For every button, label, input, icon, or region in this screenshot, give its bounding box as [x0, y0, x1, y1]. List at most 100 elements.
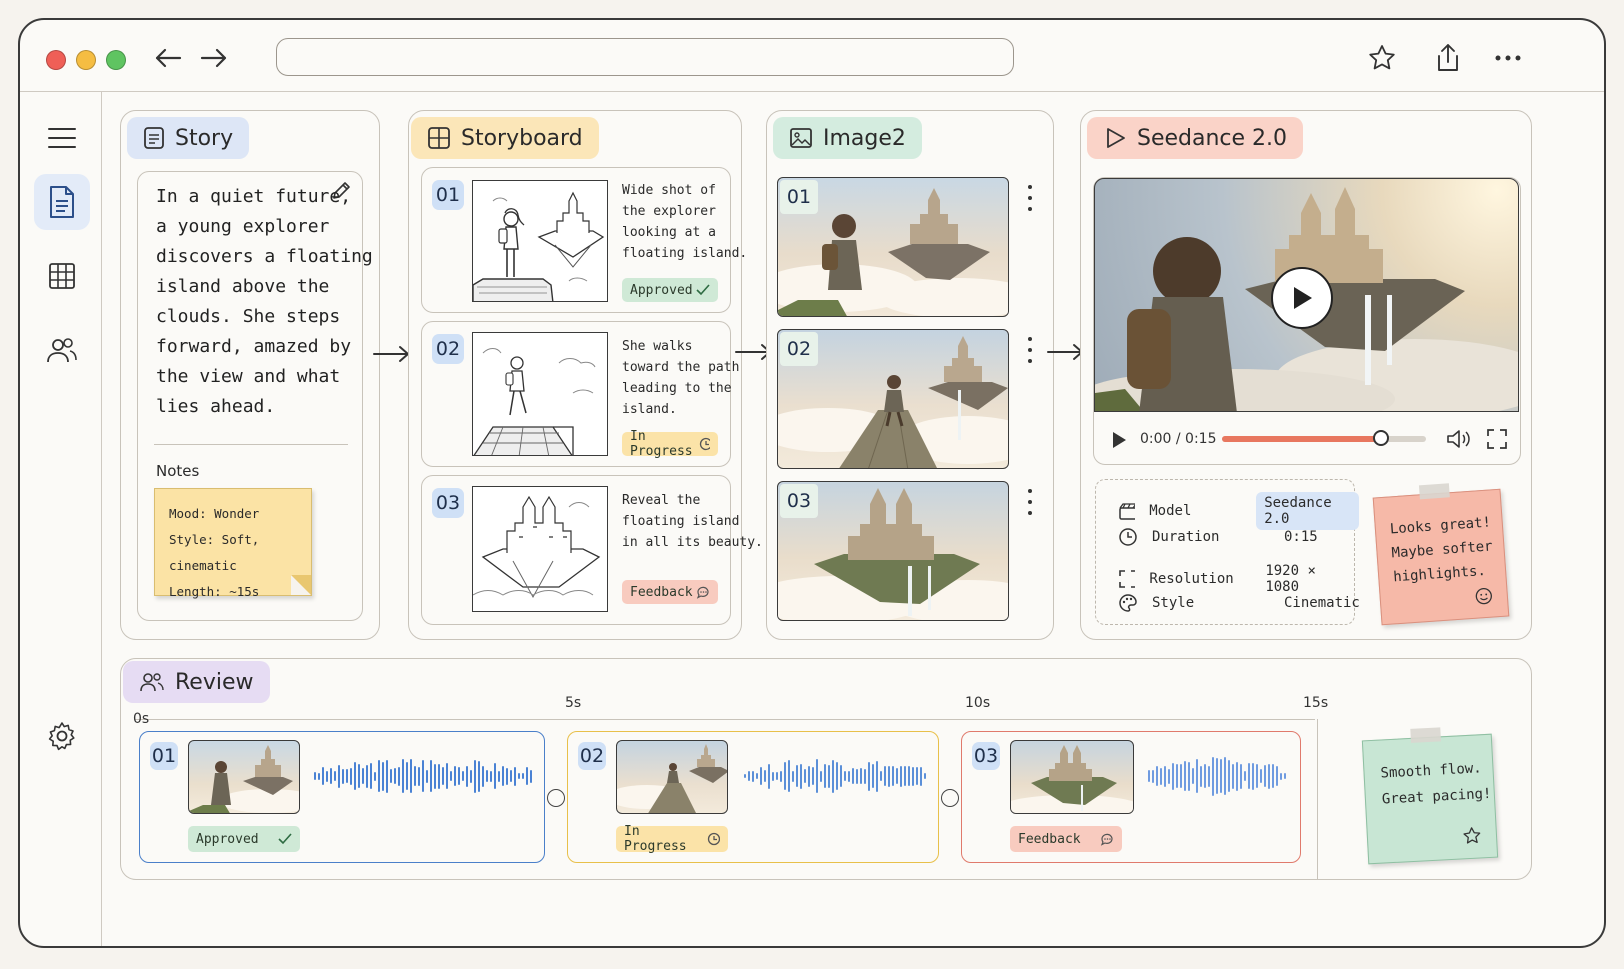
waveform-bar: [1192, 768, 1194, 784]
frame-description: Wide shot of the explorer looking at a f…: [622, 183, 748, 261]
more-options-icon[interactable]: [1025, 337, 1035, 363]
waveform-bar: [768, 763, 770, 789]
status-badge[interactable]: In Progress: [622, 429, 718, 459]
timeline-clip-1[interactable]: 01 Approved: [139, 731, 545, 863]
waveform-bar: [896, 768, 898, 784]
waveform-bar: [1172, 762, 1174, 790]
status-badge[interactable]: Approved: [622, 278, 718, 302]
back-arrow-icon[interactable]: [150, 40, 186, 76]
minimize-window-button[interactable]: [76, 50, 96, 70]
waveform-bar: [450, 771, 452, 781]
video-frame[interactable]: [1094, 178, 1519, 412]
status-badge[interactable]: Feedback: [622, 580, 718, 604]
meta-value: Cinematic: [1284, 595, 1360, 611]
waveform-bar: [860, 768, 862, 784]
document-icon[interactable]: [34, 174, 90, 230]
video-player: 0:00 / 0:15: [1093, 177, 1521, 465]
share-icon[interactable]: [1430, 40, 1466, 76]
storyboard-frame-1[interactable]: 01 Wide shot of the explorer looking at …: [421, 167, 747, 313]
waveform-bar: [1244, 771, 1246, 781]
transition-handle[interactable]: [547, 789, 565, 807]
waveform-bar: [1152, 769, 1154, 783]
waveform-bar: [812, 767, 814, 785]
waveform-bar: [350, 767, 352, 785]
notes-label: Notes: [156, 462, 200, 480]
story-text[interactable]: In a quiet future, a young explorer disc…: [156, 186, 373, 417]
feedback-sticky[interactable]: Looks great! Maybe softer highlights.: [1372, 483, 1510, 626]
users-icon: [140, 673, 164, 692]
image-icon: [790, 128, 812, 148]
waveform-bar: [318, 772, 320, 780]
status-badge[interactable]: Approved: [188, 826, 300, 852]
edit-pencil-icon[interactable]: [330, 180, 352, 206]
waveform-bar: [1220, 759, 1222, 793]
settings-icon[interactable]: [34, 708, 90, 764]
timeline-clip-2[interactable]: 02 In Progress: [567, 731, 939, 863]
waveform-bar: [1216, 758, 1218, 794]
waveform-bar: [836, 762, 838, 790]
waveform-bar: [884, 766, 886, 786]
seek-handle[interactable]: [1373, 430, 1390, 446]
waveform-bar: [888, 765, 890, 787]
waveform-bar: [390, 769, 392, 783]
clip-number: 01: [150, 742, 178, 770]
users-icon[interactable]: [34, 322, 90, 378]
waveform-bar: [1180, 764, 1182, 788]
forward-arrow-icon[interactable]: [196, 40, 232, 76]
waveform-bar: [920, 766, 922, 786]
storyboard-sketch-3: [472, 486, 608, 612]
seek-progress: [1222, 436, 1382, 442]
waveform-bar: [438, 763, 440, 789]
image2-title: Image2: [823, 125, 906, 151]
storyboard-frame-3[interactable]: 03 Reveal the floating island in all its…: [421, 475, 763, 625]
play-control-icon[interactable]: [1110, 430, 1128, 454]
time-display: 0:00 / 0:15: [1140, 431, 1217, 447]
waveform-bar: [1168, 768, 1170, 784]
play-button[interactable]: [1271, 267, 1333, 329]
more-icon[interactable]: [1490, 40, 1526, 76]
waveform-bar: [824, 764, 826, 788]
star-icon[interactable]: [1364, 40, 1400, 76]
volume-icon[interactable]: [1446, 428, 1472, 454]
transition-handle[interactable]: [941, 789, 959, 807]
waveform-bar: [458, 767, 460, 785]
waveform-bar: [848, 770, 850, 782]
maximize-window-button[interactable]: [106, 50, 126, 70]
address-bar[interactable]: [276, 38, 1014, 76]
waveform-bar: [330, 768, 332, 784]
sidebar: [20, 92, 102, 946]
status-label: Approved: [630, 282, 693, 298]
waveform-bar: [1212, 756, 1214, 796]
waveform-bar: [354, 762, 356, 790]
waveform-bar: [434, 763, 436, 789]
generated-image-2[interactable]: 02: [777, 329, 1009, 469]
seek-track[interactable]: [1222, 430, 1426, 446]
waveform-bar: [410, 759, 412, 793]
waveform-bar: [772, 771, 774, 781]
meta-value: 0:15: [1284, 529, 1318, 545]
timeline-tick: 5s: [565, 695, 582, 711]
generated-image-1[interactable]: 01: [777, 177, 1009, 317]
notes-sticky[interactable]: Mood: Wonder Style: Soft, cinematic Leng…: [154, 488, 312, 599]
timeline-clip-3[interactable]: 03 Feedback: [961, 731, 1301, 863]
storyboard-frame-2[interactable]: 02 She walks toward the path leading to …: [421, 321, 739, 467]
close-window-button[interactable]: [46, 50, 66, 70]
more-options-icon[interactable]: [1025, 489, 1035, 515]
waveform-bar: [1188, 761, 1190, 791]
status-badge[interactable]: Feedback: [1010, 826, 1122, 852]
seedance-header: Seedance 2.0: [1087, 117, 1304, 159]
status-badge[interactable]: In Progress: [616, 824, 728, 854]
waveform-bar: [756, 773, 758, 779]
meta-value: 1920 × 1080: [1265, 563, 1316, 595]
more-options-icon[interactable]: [1025, 185, 1035, 211]
expand-icon: [1119, 570, 1136, 588]
waveform-bar: [748, 771, 750, 781]
review-sticky[interactable]: Smooth flow. Great pacing!: [1361, 727, 1499, 865]
generated-image-3[interactable]: 03: [777, 481, 1009, 621]
fullscreen-icon[interactable]: [1486, 428, 1508, 454]
status-label: Feedback: [630, 584, 693, 600]
status-label: In Progress: [630, 429, 693, 459]
menu-icon[interactable]: [34, 110, 90, 166]
waveform-bar: [1280, 772, 1282, 780]
grid-icon[interactable]: [34, 248, 90, 304]
